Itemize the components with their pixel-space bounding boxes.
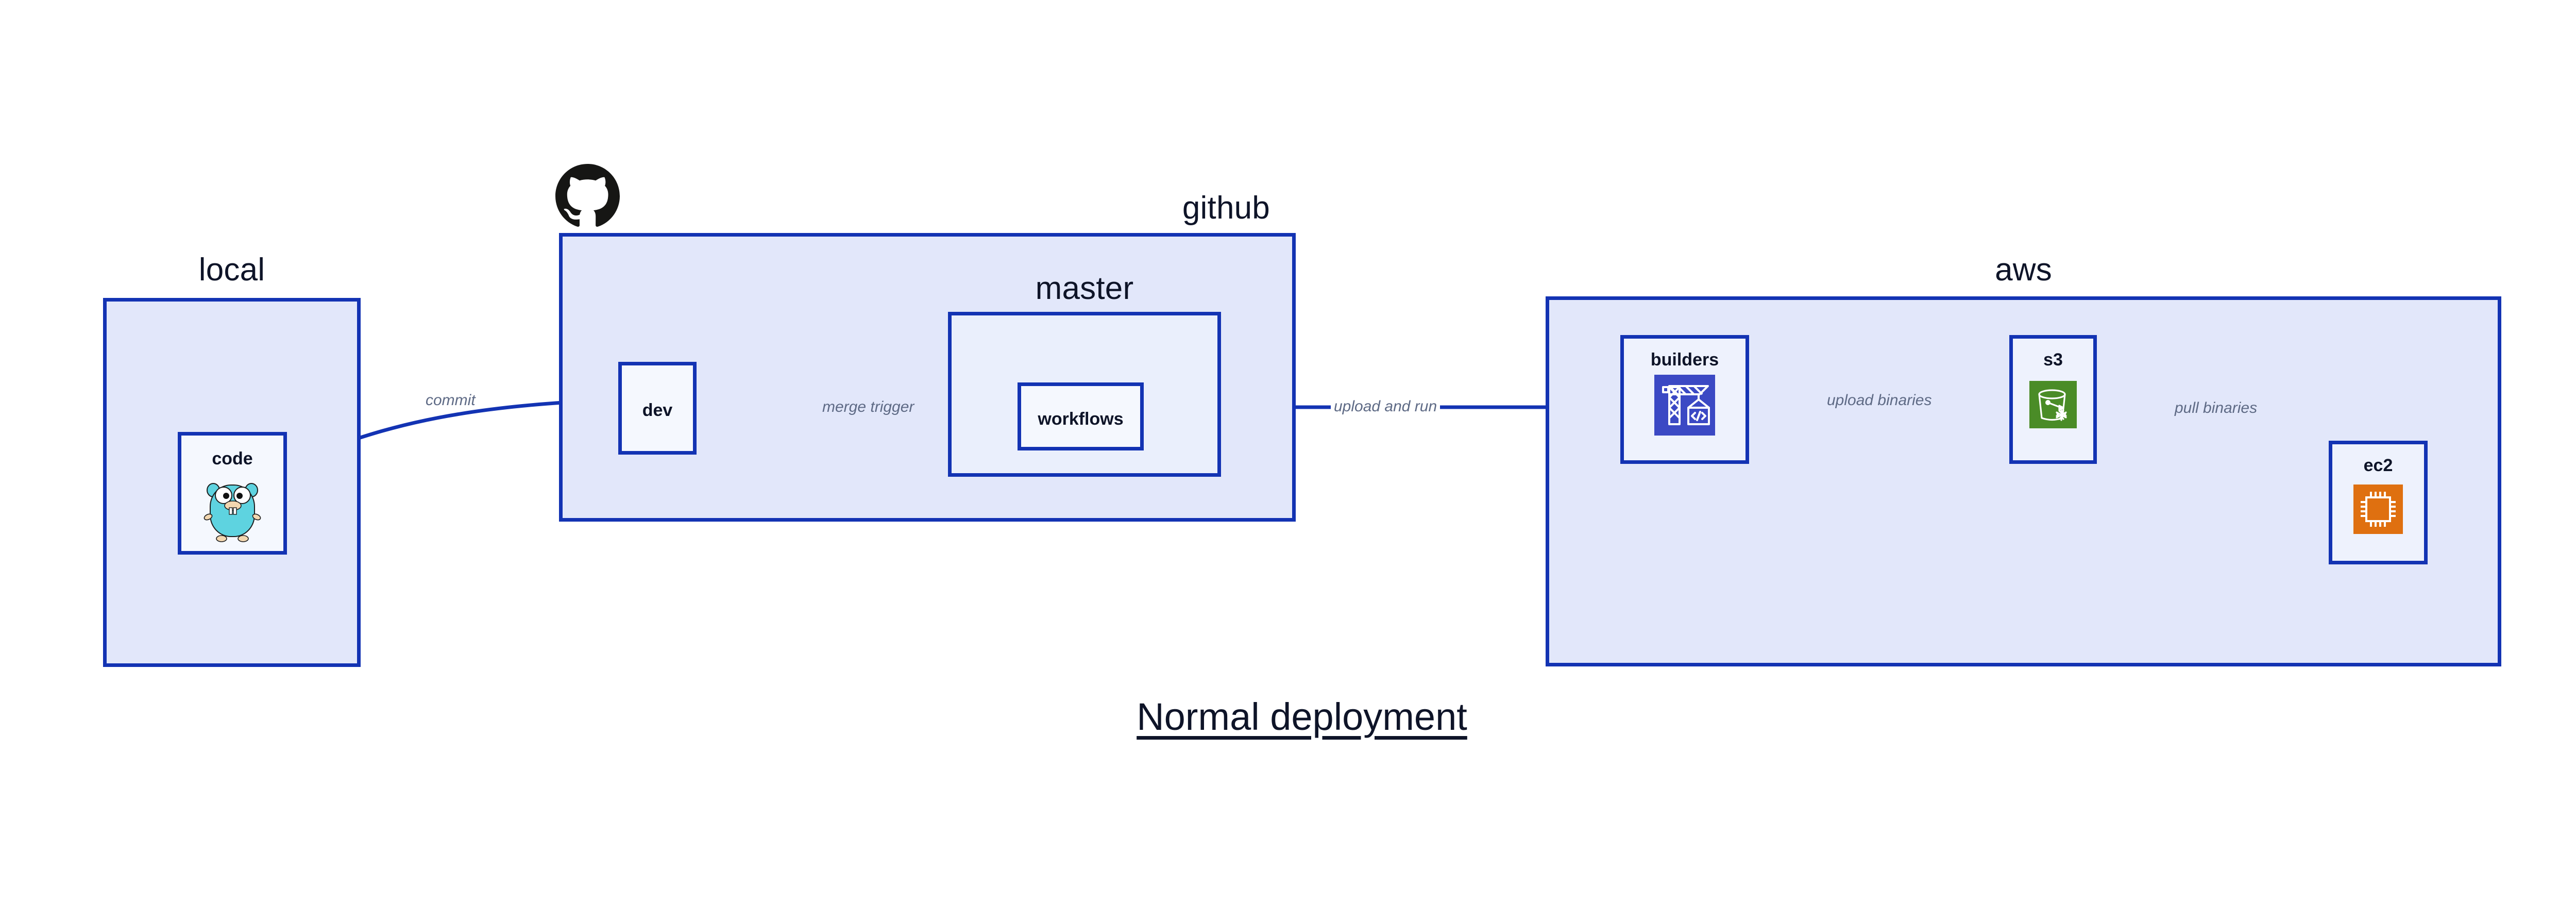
aws-codebuild-crane-icon: [1654, 375, 1715, 436]
group-github-label: github: [1182, 190, 1270, 226]
group-aws-label: aws: [1995, 252, 2052, 288]
github-mark-icon: [555, 164, 620, 228]
edge-label-merge-trigger: merge trigger: [819, 398, 918, 416]
node-ec2[interactable]: ec2: [2329, 441, 2428, 564]
aws-ec2-chip-icon: [2353, 485, 2403, 534]
node-builders-label: builders: [1650, 350, 1719, 370]
node-workflows[interactable]: workflows: [1018, 382, 1144, 450]
node-code-label: code: [212, 449, 253, 469]
diagram-title: Normal deployment: [1137, 695, 1467, 738]
edge-label-upload-binaries: upload binaries: [1824, 392, 1935, 409]
group-local-label: local: [198, 252, 265, 288]
edge-label-commit: commit: [422, 392, 479, 409]
aws-s3-glacier-bucket-icon: [2029, 381, 2077, 428]
edge-label-upload-and-run: upload and run: [1331, 398, 1440, 415]
node-dev[interactable]: dev: [618, 362, 697, 455]
node-dev-label: dev: [642, 400, 673, 420]
go-gopher-icon: [202, 477, 263, 543]
group-master-label: master: [1035, 271, 1134, 306]
node-s3-label: s3: [2043, 350, 2063, 370]
node-code[interactable]: code: [178, 432, 287, 555]
edge-label-pull-binaries: pull binaries: [2172, 399, 2261, 417]
node-s3[interactable]: s3: [2009, 335, 2097, 464]
node-workflows-label: workflows: [1038, 409, 1124, 429]
node-ec2-label: ec2: [2363, 456, 2393, 475]
node-builders[interactable]: builders: [1620, 335, 1749, 464]
